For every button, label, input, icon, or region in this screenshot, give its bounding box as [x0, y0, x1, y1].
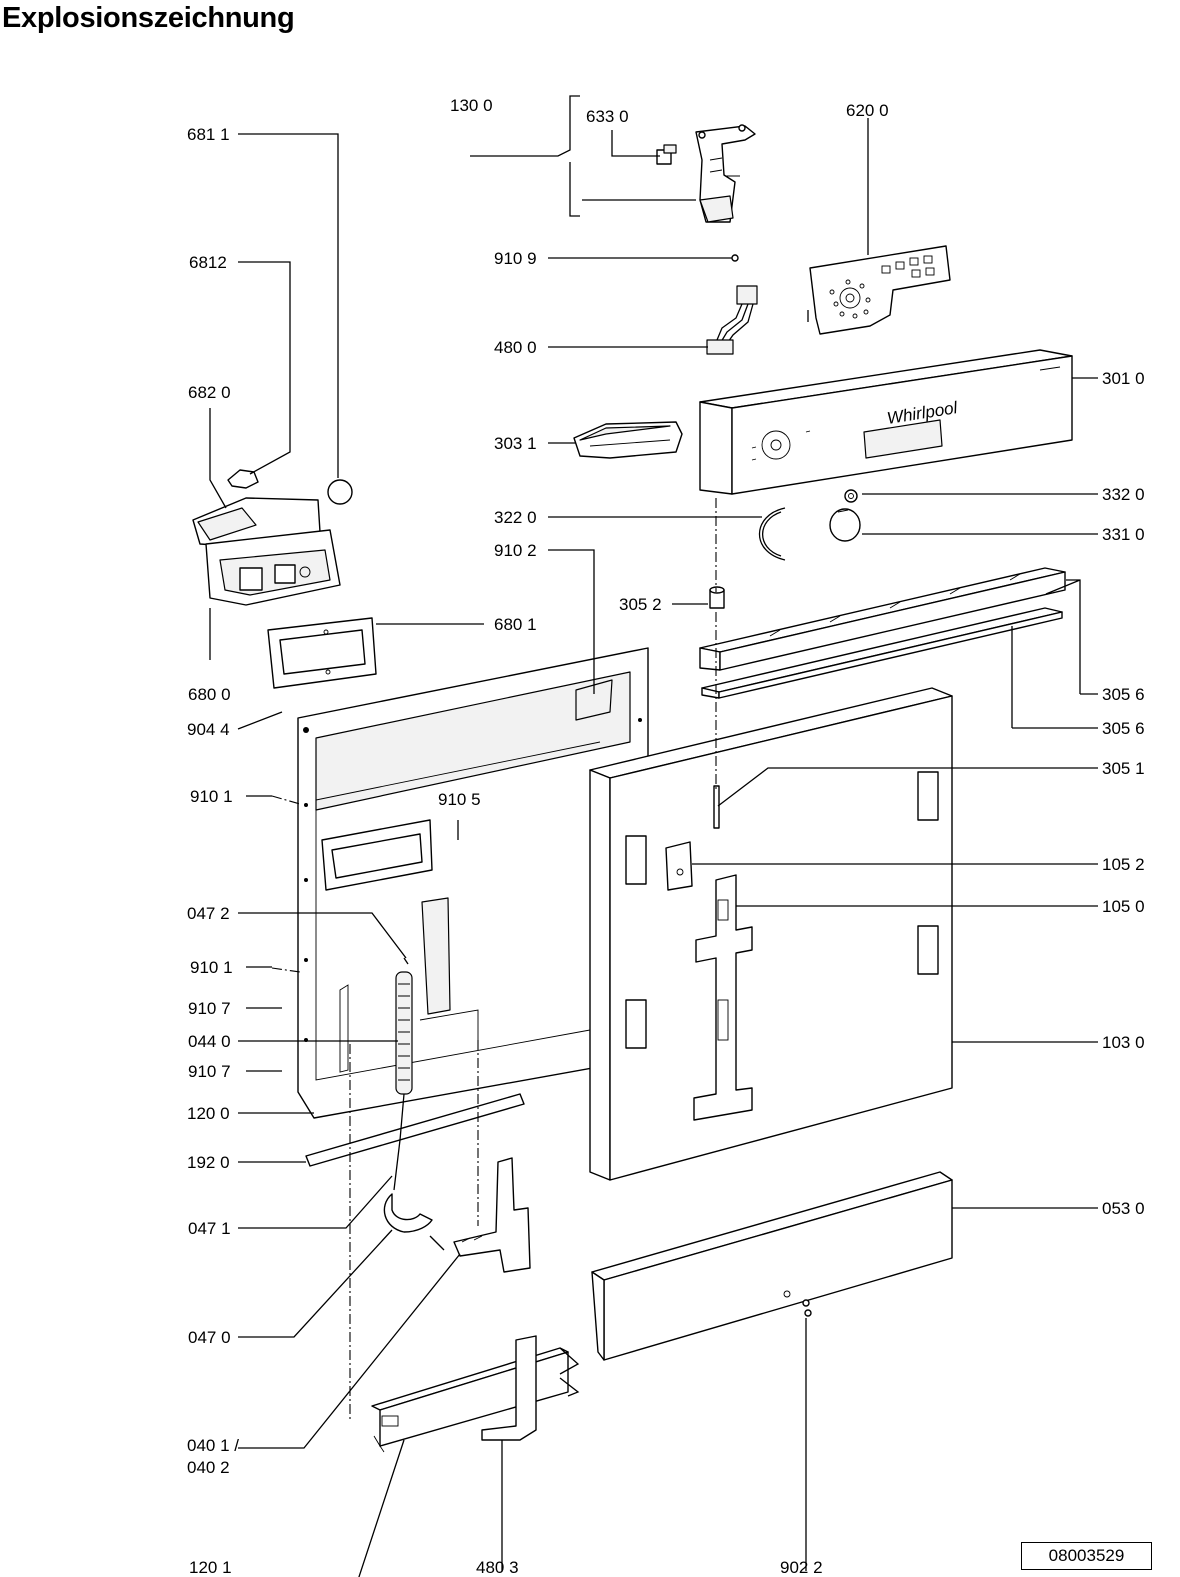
label-910-5: 910 5	[438, 790, 481, 809]
label-040-1: 040 1 /	[187, 1436, 239, 1455]
label-910-1-a: 910 1	[190, 787, 233, 806]
label-105-2: 105 2	[1102, 855, 1145, 874]
part-103-outer-door	[589, 687, 953, 1181]
label-910-7-b: 910 7	[188, 1062, 231, 1081]
label-103-0: 103 0	[1102, 1033, 1145, 1052]
label-680-0: 680 0	[188, 685, 231, 704]
label-305-6-a: 305 6	[1102, 685, 1145, 704]
leader-lines	[209, 95, 1098, 1577]
label-480-0: 480 0	[494, 338, 537, 357]
part-322-seal-arc	[758, 507, 786, 561]
label-910-7-a: 910 7	[188, 999, 231, 1018]
part-047-cable-pulley	[383, 1193, 445, 1251]
part-681-1-cap	[327, 479, 353, 505]
label-331-0: 331 0	[1102, 525, 1145, 544]
assembly-axis-lines	[271, 498, 717, 1420]
label-633-0: 633 0	[586, 107, 629, 126]
label-322-0: 322 0	[494, 508, 537, 527]
label-904-4: 904 4	[187, 720, 230, 739]
part-6812-bracket	[227, 469, 259, 489]
label-044-0: 044 0	[188, 1032, 231, 1051]
part-902-2-screw	[802, 1299, 812, 1317]
label-620-0: 620 0	[846, 101, 889, 120]
label-910-9: 910 9	[494, 249, 537, 268]
part-120-inner-door	[297, 647, 649, 1119]
part-303-handle	[573, 421, 683, 459]
label-130-0: 130 0	[450, 96, 493, 115]
part-040-hinge-bracket	[453, 1157, 531, 1273]
label-120-0: 120 0	[187, 1104, 230, 1123]
part-305-6-top-rail	[699, 567, 1066, 671]
part-044-spring	[393, 957, 413, 1191]
part-620-control-board	[807, 245, 951, 335]
part-332-cap	[844, 489, 858, 503]
label-480-3: 480 3	[476, 1558, 519, 1577]
label-902-2: 902 2	[780, 1558, 823, 1577]
label-305-6-b: 305 6	[1102, 719, 1145, 738]
part-480-wiring-harness	[706, 285, 758, 355]
part-682-dispenser	[192, 497, 341, 606]
label-047-0: 047 0	[188, 1328, 231, 1347]
label-303-1: 303 1	[494, 434, 537, 453]
part-192-seal-strip	[305, 1093, 525, 1167]
part-120-1-lower-panel	[371, 1347, 580, 1453]
label-053-0: 053 0	[1102, 1199, 1145, 1218]
label-040-2: 040 2	[187, 1458, 230, 1477]
board-components	[807, 255, 935, 322]
label-301-0: 301 0	[1102, 369, 1145, 388]
part-305-6-bottom-rail	[701, 607, 1063, 699]
document-number: 08003529	[1021, 1542, 1152, 1570]
label-332-0: 332 0	[1102, 485, 1145, 504]
part-130-bracket-assembly	[695, 124, 756, 223]
label-105-0: 105 0	[1102, 897, 1145, 916]
label-6812: 6812	[189, 253, 227, 272]
part-480-3-bracket	[481, 1335, 537, 1441]
part-633-clip	[656, 144, 677, 165]
label-192-0: 192 0	[187, 1153, 230, 1172]
label-681-1: 681 1	[187, 125, 230, 144]
part-331-knob	[829, 508, 861, 542]
label-910-2: 910 2	[494, 541, 537, 560]
label-047-1: 047 1	[188, 1219, 231, 1238]
part-053-kick-plate	[591, 1171, 953, 1361]
label-305-1: 305 1	[1102, 759, 1145, 778]
part-305-2-bushing	[709, 586, 725, 609]
label-047-2: 047 2	[187, 904, 230, 923]
label-120-1: 120 1	[189, 1558, 232, 1577]
label-910-1-b: 910 1	[190, 958, 233, 977]
label-305-2: 305 2	[619, 595, 662, 614]
page-title: Explosionszeichnung	[2, 2, 295, 34]
part-910-9-screw	[731, 254, 739, 262]
part-680-1-gasket	[267, 617, 377, 689]
part-labels: 130 0 633 0 620 0 681 1 6812 910 9 480 0…	[187, 96, 1145, 1577]
label-682-0: 682 0	[188, 383, 231, 402]
part-301-control-panel: Whirlpool	[699, 349, 1073, 495]
label-680-1: 680 1	[494, 615, 537, 634]
